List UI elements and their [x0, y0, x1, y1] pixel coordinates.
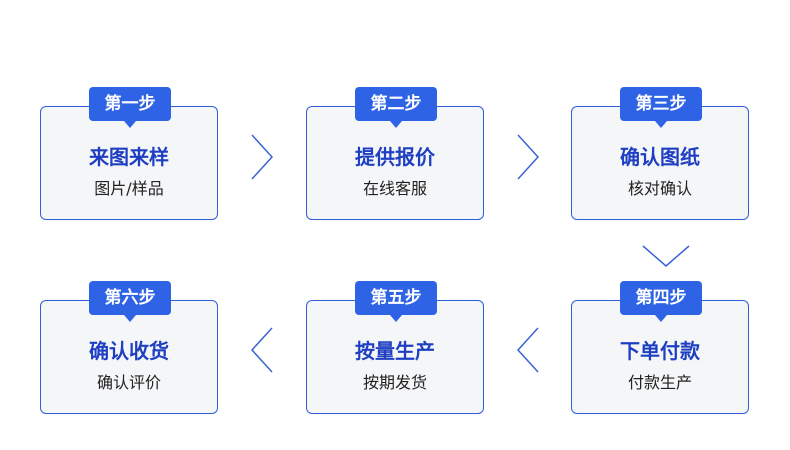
step-card-1: 第一步 来图来样 图片/样品 — [40, 87, 218, 220]
step-subtitle: 图片/样品 — [94, 179, 164, 198]
step-subtitle: 在线客服 — [362, 179, 427, 198]
step-subtitle: 按期发货 — [362, 373, 427, 392]
step-card-2: 第二步 提供报价 在线客服 — [306, 87, 484, 220]
step-card-5: 第五步 按量生产 按期发货 — [306, 281, 484, 414]
step-badge: 第四步 — [620, 281, 702, 322]
step-card-6: 第六步 确认收货 确认评价 — [40, 281, 218, 414]
chevron-left-icon — [516, 327, 539, 373]
step-subtitle: 付款生产 — [627, 373, 692, 392]
chevron-right-icon — [251, 134, 274, 180]
step-badge: 第三步 — [620, 87, 702, 128]
chevron-right-icon — [517, 134, 540, 180]
step-title: 按量生产 — [355, 339, 435, 363]
step-title: 来图来样 — [89, 145, 169, 169]
step-subtitle: 核对确认 — [627, 179, 692, 198]
step-title: 提供报价 — [355, 145, 435, 169]
step-badge: 第六步 — [89, 281, 171, 322]
step-subtitle: 确认评价 — [96, 373, 161, 392]
step-badge: 第一步 — [89, 87, 171, 128]
step-card-4: 第四步 下单付款 付款生产 — [571, 281, 749, 414]
chevron-left-icon — [250, 327, 273, 373]
chevron-down-icon — [642, 245, 690, 267]
step-badge: 第二步 — [355, 87, 437, 128]
step-badge: 第五步 — [355, 281, 437, 322]
step-title: 下单付款 — [620, 339, 700, 363]
step-title: 确认收货 — [89, 339, 169, 363]
step-title: 确认图纸 — [620, 145, 700, 169]
step-card-3: 第三步 确认图纸 核对确认 — [571, 87, 749, 220]
